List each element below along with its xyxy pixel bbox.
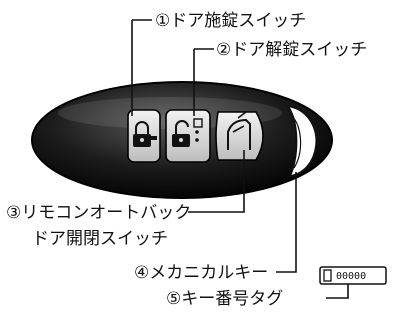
label-back-door-switch-2: ドア開閉スイッチ bbox=[32, 229, 168, 249]
label-unlock-switch: ②ドア解錠スイッチ bbox=[216, 40, 367, 60]
padlock-open-icon bbox=[172, 120, 190, 147]
padlock-closed-icon bbox=[133, 121, 151, 147]
mechanical-key bbox=[286, 104, 318, 178]
car-rear-icon bbox=[227, 111, 251, 150]
label-mechanical-key: ④メカニカルキー bbox=[134, 263, 268, 283]
label-back-door-switch-1: ③リモコンオートバック bbox=[6, 203, 191, 223]
leader-lines bbox=[131, 19, 349, 299]
label-lock-switch: ①ドア施錠スイッチ bbox=[155, 11, 306, 31]
label-key-number-tag: ⑤キー番号タグ bbox=[166, 289, 283, 309]
lock-button[interactable] bbox=[127, 109, 161, 163]
unlock-button[interactable] bbox=[165, 109, 211, 163]
back-door-button[interactable] bbox=[215, 111, 264, 161]
key-number-tag: 00000 bbox=[319, 266, 387, 285]
tag-number: 00000 bbox=[336, 271, 366, 282]
